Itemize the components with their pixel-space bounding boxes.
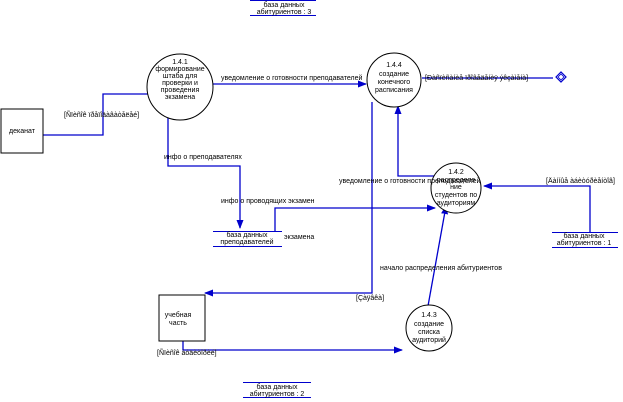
store-label: база данных <box>257 383 298 391</box>
flow-label-from-dekanat: [Ñïèñîê ïðåïîäàâàòåëåé] <box>64 110 139 119</box>
external-uchebnaya-chast[interactable]: учебная часть <box>158 294 206 342</box>
process-label-line: проведения <box>161 87 200 94</box>
external-label: часть <box>169 320 187 327</box>
flow-label-notify-teachers-2: уведомление о готовности преподавателей <box>339 177 481 185</box>
process-1-4-2[interactable]: 1.4.2 распределе ние студентов по аудито… <box>430 162 482 214</box>
process-label-line: формирование <box>155 66 204 73</box>
store-label: преподавателей <box>220 238 273 246</box>
process-label-line: распределе <box>437 177 476 184</box>
process-label-line: штаба для <box>163 72 197 80</box>
flow-label-notify-teachers: уведомление о готовности преподавателей <box>221 74 363 82</box>
process-label-line: экзамена <box>165 94 195 101</box>
process-label-line: аудиториям <box>437 200 476 207</box>
process-label-line: создание <box>379 71 409 78</box>
store-label: база данных <box>264 1 305 9</box>
flow-label-teacher-info: инфо о преподавателях <box>164 154 242 161</box>
store-abit1[interactable]: база данных абитуриентов : 1 <box>552 232 618 248</box>
process-label-line: 1.4.1 <box>172 59 188 66</box>
process-label-line: создание <box>414 321 444 328</box>
flow-dekanat-to-1-4-1 <box>43 90 160 136</box>
flow-uchebnaya-to-1-4-3 <box>182 341 403 354</box>
flow-label-from-abit1: [Äàííûå àáèòóðèåíòîâ] <box>546 177 615 185</box>
store-label: абитуриентов : 3 <box>257 8 312 16</box>
external-dekanat[interactable]: деканат <box>0 108 44 154</box>
process-label-line: студентов по <box>435 192 477 199</box>
process-label-line: 1.4.3 <box>421 312 437 319</box>
store-label: абитуриентов : 2 <box>250 390 305 398</box>
process-1-4-1[interactable]: 1.4.1 формирование штаба для проверки и … <box>146 53 214 121</box>
process-1-4-3[interactable]: 1.4.3 создание списка аудиторий <box>405 304 453 352</box>
flow-abit1-to-1-4-2 <box>483 182 591 232</box>
process-label-line: конечного <box>378 79 410 86</box>
external-label: учебная <box>165 311 192 319</box>
flow-label-start-distribution: начало распределения абитуриентов <box>380 264 502 272</box>
flow-label-from-uchebnaya: [Ñïèñîê àóäèòîðèé] <box>157 348 217 357</box>
store-abit3[interactable]: база данных абитуриентов : 3 <box>250 0 316 17</box>
process-label-line: 1.4.2 <box>448 169 464 176</box>
store-label: абитуриентов : 1 <box>557 239 612 247</box>
process-label-line: проверки и <box>162 80 198 87</box>
flow-label-exam-teachers: инфо о проводящих экзамен <box>221 198 315 205</box>
process-label-line: расписания <box>375 87 413 94</box>
process-label-line: списка <box>418 329 440 336</box>
process-label-line: ние <box>450 184 462 191</box>
flow-1-4-4-to-uchebnaya <box>204 102 373 297</box>
external-label: деканат <box>9 128 36 135</box>
store-label: база данных <box>564 232 605 240</box>
flow-prepod-to-1-4-2 <box>274 204 436 231</box>
process-1-4-4[interactable]: 1.4.4 создание конечного расписания <box>366 52 422 108</box>
process-label-line: 1.4.4 <box>386 62 402 69</box>
process-label-line: аудиторий <box>412 336 446 344</box>
flow-label-to-uchebnaya: [Çàÿâêà] <box>356 295 384 302</box>
flow-label-final-output: [Ðàñïèñàíèå ïðîâåäåíèÿ ýêçàìåíà] <box>425 74 528 82</box>
flow-1-4-3-to-1-4-2 <box>427 205 449 307</box>
store-prepod[interactable]: база данных преподавателей <box>213 231 282 247</box>
store-abit2[interactable]: база данных абитуриентов : 2 <box>243 382 311 399</box>
flow-label-exam-suffix: экзамена <box>284 234 314 241</box>
flow-1-4-1-to-prepod <box>167 112 244 229</box>
output-diamond-icon <box>555 71 567 83</box>
flow-1-4-2-to-1-4-4 <box>394 105 447 177</box>
store-label: база данных <box>227 231 268 239</box>
